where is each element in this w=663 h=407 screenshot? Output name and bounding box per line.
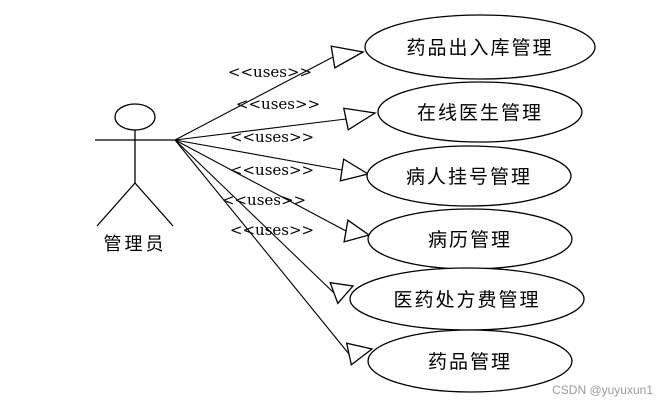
use-case-ellipse (364, 14, 596, 80)
uses-label: <<uses>> (230, 161, 314, 179)
uses-arrowhead (329, 281, 355, 305)
actor-head (114, 103, 156, 131)
uses-label: <<uses>> (236, 95, 320, 113)
use-case-ellipse (377, 81, 583, 143)
uses-line (174, 56, 334, 141)
actor-right-leg (134, 182, 174, 227)
uses-arrowhead (330, 45, 365, 69)
use-case-label: 药品出入库管理 (406, 37, 553, 59)
use-case-label: 药品管理 (428, 351, 512, 373)
use-case-label: 病人挂号管理 (406, 166, 532, 188)
use-case-label: 在线医生管理 (417, 102, 543, 124)
uses-arrowhead (343, 219, 371, 243)
uses-line (174, 139, 343, 171)
uses-label: <<uses>> (222, 191, 306, 209)
uses-line (174, 139, 335, 294)
use-case-label: 医药处方费管理 (393, 289, 540, 311)
actor-name: 管理员 (104, 234, 167, 255)
uses-label: <<uses>> (228, 63, 312, 81)
uses-line (174, 139, 350, 355)
uses-line (174, 118, 347, 141)
actor-left-leg (96, 182, 136, 227)
uses-arrowhead (342, 107, 377, 131)
uses-arrowhead (339, 158, 370, 182)
actor-figure (95, 103, 175, 227)
uses-label: <<uses>> (230, 128, 314, 146)
use-case-ellipse (366, 145, 572, 207)
uses-arrowhead (345, 342, 374, 366)
uses-line (174, 139, 347, 232)
use-case-label: 病历管理 (428, 229, 512, 251)
uses-label: <<uses>> (230, 221, 314, 239)
use-case-ellipse (367, 329, 573, 393)
uses-relations: <<uses>> <<uses>> <<uses>> <<uses>> <<uses>>… (174, 45, 377, 366)
watermark: CSDN @yuyuxun1 (552, 383, 653, 397)
